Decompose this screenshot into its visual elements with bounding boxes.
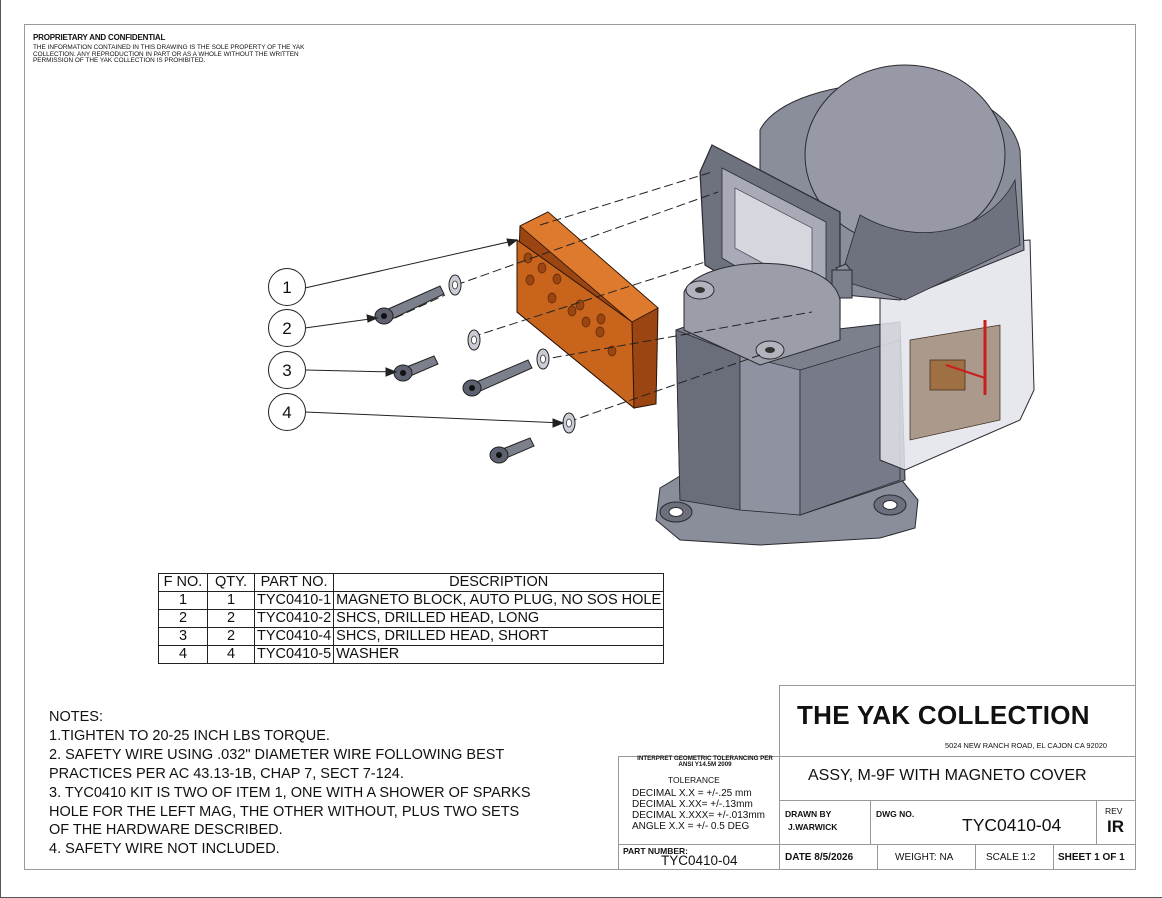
drawn-by-label: DRAWN BY [785,809,832,819]
part-number-value: TYC0410-04 [661,853,738,868]
sheet-value: SHEET 1 OF 1 [1058,852,1125,863]
company-name: THE YAK COLLECTION [797,700,1090,730]
drawing-title: ASSY, M-9F WITH MAGNETO COVER [808,767,1087,784]
callout-balloons: 1 2 3 4 [268,268,306,431]
bom-part-no: TYC0410-1 [253,591,335,610]
note-line: 3. TYC0410 KIT IS TWO OF ITEM 1, ONE WIT… [49,784,531,801]
weight-value: WEIGHT: NA [895,852,954,863]
callout-balloon-4 [268,393,306,431]
company-address: 5024 NEW RANCH ROAD, EL CAJON CA 92020 [945,741,1107,750]
bom-qty: 2 [207,627,255,646]
callout-balloon-1 [268,268,306,306]
bom-qty: 2 [207,609,255,628]
bom-fno: 1 [158,591,208,610]
callout-label-2: 2 [282,319,291,338]
drawing-notes: NOTES: 1.TIGHTEN TO 20-25 INCH LBS TORQU… [49,708,531,859]
scale-value: SCALE 1:2 [986,852,1036,863]
callout-balloon-3 [268,351,306,389]
interpret-note: INTERPRET GEOMETRIC TOLERANCING PER ANSI… [637,755,773,769]
bom-description: MAGNETO BLOCK, AUTO PLUG, NO SOS HOLE [333,591,665,610]
bom-fno: 4 [158,645,208,664]
tolerance-line: DECIMAL X.X = +/-.25 mm [632,788,752,799]
callout-label-1: 1 [282,278,291,297]
bom-header-description: DESCRIPTION [333,573,665,592]
sheet-left-edge [0,0,1,898]
rev-value: IR [1107,817,1124,836]
tolerance-line: DECIMAL X.XX= +/-.13mm [632,799,753,810]
shcs-short-upper [393,355,439,382]
part-number-label: PART NUMBER: [623,846,689,856]
note-line: HOLE FOR THE LEFT MAG, THE OTHER WITHOUT… [49,803,520,820]
bom-fno: 3 [158,627,208,646]
rev-label: REV [1105,806,1123,816]
bom-header-part: PART NO. [253,573,335,592]
tolerance-label: TOLERANCE [668,775,720,785]
shcs-short-lower [489,437,535,464]
note-line: 4. SAFETY WIRE NOT INCLUDED. [49,841,280,858]
callout-label-3: 3 [282,361,291,380]
callout-leaders [304,238,565,428]
note-line: PRACTICES PER AC 43.13-1B, CHAP 7, SECT … [49,765,404,782]
bom-qty: 4 [207,645,255,664]
drawn-by-value: J.WARWICK [788,822,838,832]
dwg-no-value: TYC0410-04 [962,815,1062,835]
bom-part-no: TYC0410-4 [253,627,335,646]
bom-description: SHCS, DRILLED HEAD, SHORT [333,627,665,646]
note-line: 1.TIGHTEN TO 20-25 INCH LBS TORQUE. [49,727,330,744]
bom-fno: 2 [158,609,208,628]
callout-label-4: 4 [282,403,291,422]
bom-part-no: TYC0410-2 [253,609,335,628]
magneto-block [516,211,659,410]
assembly-center-lines [394,171,813,423]
date-value: DATE 8/5/2026 [785,852,854,863]
shcs-long-upper [374,285,445,325]
bom-part-no: TYC0410-5 [253,645,335,664]
sheet-cell [1053,844,1136,870]
notes-heading: NOTES: [49,709,103,725]
bom-header-qty: QTY. [207,573,255,592]
hardware [374,274,576,464]
magneto-housing [655,64,1035,546]
table-row: 1 1 TYC0410-1 MAGNETO BLOCK, AUTO PLUG, … [158,591,665,610]
bill-of-materials: F NO. QTY. PART NO. DESCRIPTION 1 1 TYC0… [158,573,665,664]
table-row: 3 2 TYC0410-4 SHCS, DRILLED HEAD, SHORT [158,627,665,646]
table-row: 2 2 TYC0410-2 SHCS, DRILLED HEAD, LONG [158,609,665,628]
table-row: 4 4 TYC0410-5 WASHER [158,645,665,664]
bom-description: WASHER [333,645,665,664]
note-line: 2. SAFETY WIRE USING .032" DIAMETER WIRE… [49,746,505,763]
note-line: OF THE HARDWARE DESCRIBED. [49,822,283,839]
drawing-border [24,24,1136,870]
tolerance-line: ANGLE X.X = +/- 0.5 DEG [632,821,750,832]
confidential-notice: THE INFORMATION CONTAINED IN THIS DRAWIN… [33,44,305,65]
dwg-no-label: DWG NO. [876,809,915,819]
shcs-long-lower [462,359,533,397]
bom-qty: 1 [207,591,255,610]
tolerance-line: DECIMAL X.XXX= +/-.013mm [632,810,766,821]
callout-balloon-2 [268,309,306,347]
bom-description: SHCS, DRILLED HEAD, LONG [333,609,665,628]
bom-header-row: F NO. QTY. PART NO. DESCRIPTION [158,573,665,592]
bom-header-fno: F NO. [158,573,208,592]
confidential-title: PROPRIETARY AND CONFIDENTIAL [33,33,166,42]
